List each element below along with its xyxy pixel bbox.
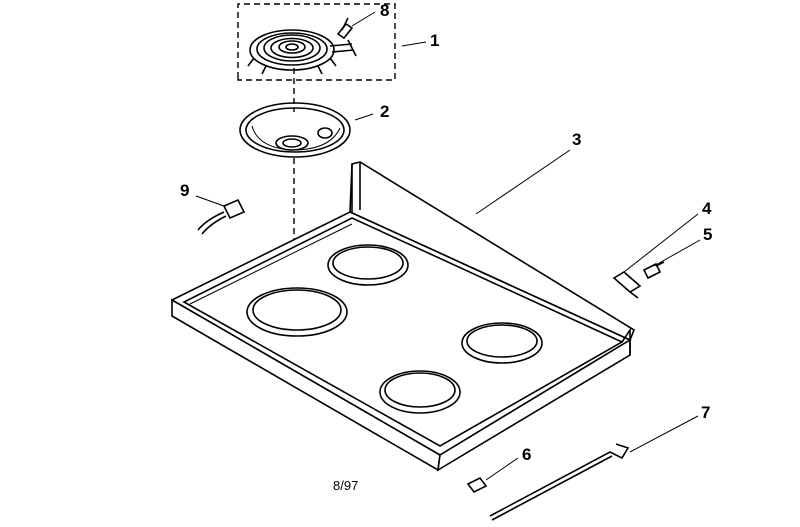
callout-9: 9 (180, 181, 189, 200)
callout-1: 1 (430, 31, 439, 50)
part-1-surface-element[interactable] (237, 3, 396, 81)
part-7-rod[interactable] (489, 443, 630, 521)
callout-4: 4 (702, 199, 712, 218)
part-3-cooktop[interactable] (170, 161, 635, 472)
burner-opening-rear-right (461, 322, 543, 364)
burner-opening-front-right (379, 370, 461, 414)
callout-8: 8 (380, 1, 389, 20)
part-1-dashed-group-box (237, 3, 396, 81)
leader-lines (195, 11, 701, 481)
callout-labels: 1 2 3 4 5 6 7 8 9 8/97 (180, 1, 712, 493)
part-9-receptacle[interactable] (197, 198, 246, 235)
part-2-drip-bowl[interactable] (239, 102, 351, 158)
callout-5: 5 (703, 225, 712, 244)
callout-2: 2 (380, 102, 389, 121)
callout-3: 3 (572, 130, 581, 149)
burner-opening-rear-left (327, 244, 409, 286)
callout-7: 7 (701, 403, 710, 422)
part-8-terminal[interactable] (336, 17, 354, 40)
date-code: 8/97 (333, 478, 358, 493)
burner-opening-front-left (246, 287, 348, 337)
callout-6: 6 (522, 445, 531, 464)
surface-element-coil (247, 29, 357, 75)
part-6-clip[interactable] (466, 476, 488, 494)
part-4-bracket[interactable] (612, 271, 642, 299)
part-5-screw[interactable] (642, 261, 665, 280)
